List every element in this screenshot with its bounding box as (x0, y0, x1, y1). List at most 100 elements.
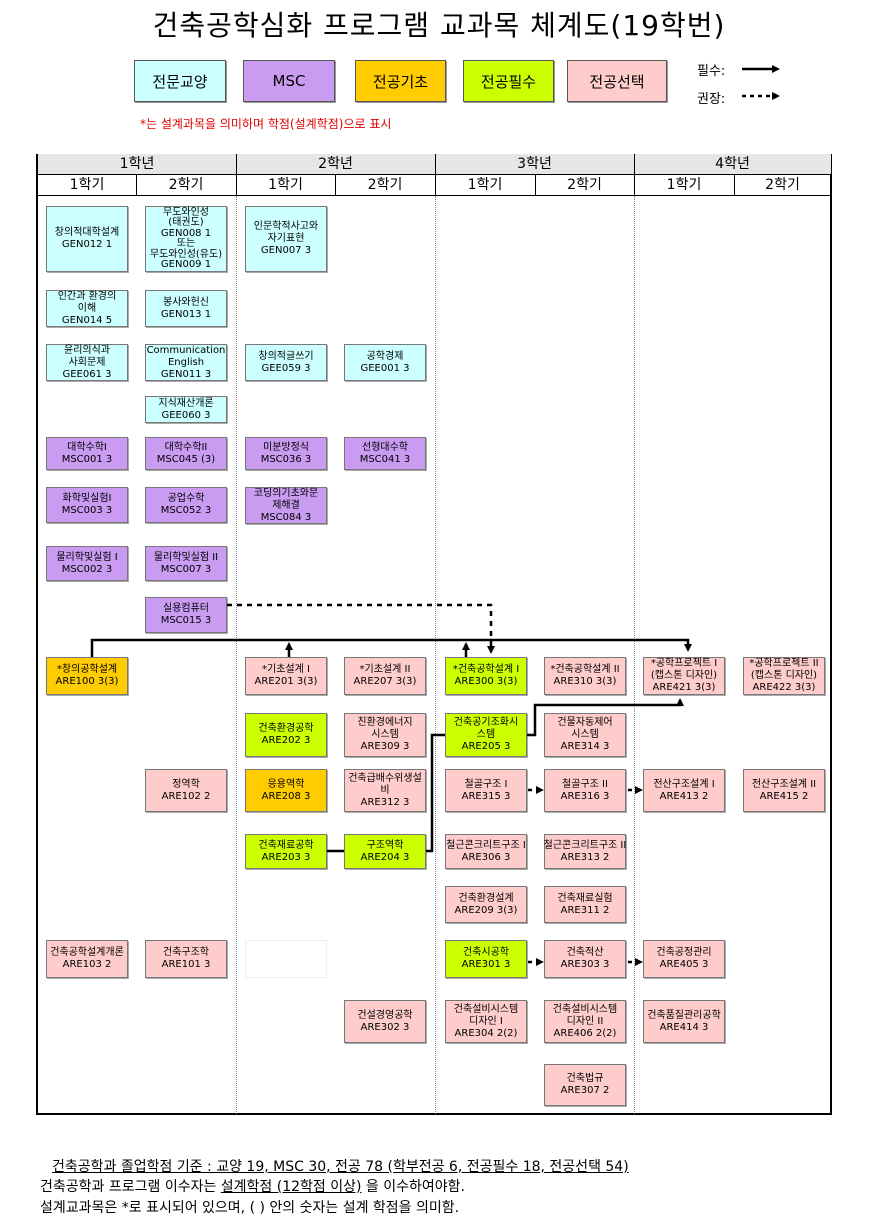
course-text-line: MSC001 3 (61, 453, 113, 465)
course-text-line: ARE101 3 (161, 959, 211, 970)
course-text-line: ARE207 3(3) (353, 676, 417, 687)
course-text-line: 지식재산개론 (158, 397, 214, 409)
course-text-line: ARE102 2 (161, 790, 211, 802)
course-text-line: Communication (146, 344, 226, 356)
course-text-line: 공업수학 (167, 493, 205, 504)
course-text-line: 친환경에너지 (357, 717, 413, 728)
course-text-line: 건축급배수위생설 (348, 772, 422, 784)
legend-msc: MSC (243, 60, 335, 102)
course-text-line: GEN007 3 (260, 245, 312, 256)
course-text-line: 디자인 II (566, 1015, 604, 1027)
course-text-line: 전산구조설계 I (653, 778, 715, 790)
course-text-line: GEE061 3 (62, 368, 112, 380)
semester-header-3: 1학기 (236, 175, 335, 196)
course-text-line: (태권도) (168, 217, 204, 228)
course-text-line: ARE202 3 (261, 735, 311, 746)
course-text-line: 물리학및실험 II (153, 551, 219, 563)
course-text-line: 건축환경공학 (258, 723, 314, 734)
course-text-line: MSC015 3 (160, 615, 212, 626)
empty-course-slot (245, 940, 327, 978)
course-text-line: ARE303 3 (560, 959, 610, 970)
course-text-line: 정역학 (172, 778, 200, 790)
course-text-line: ARE208 3 (261, 790, 311, 802)
course-text-line: 무도와인성 (163, 206, 209, 218)
course-text-line: 건축환경설계 (458, 892, 514, 904)
course-text-line: 윤리의식과 (64, 344, 110, 356)
course-text-line: 대학수학II (164, 441, 208, 453)
course-text-line: MSC007 3 (160, 563, 212, 575)
course-text-line: 또는 (176, 238, 196, 249)
course-text-line: *공학프로젝트 I (650, 658, 718, 669)
semester-header-6: 2학기 (535, 175, 634, 196)
course-text-line: GEN009 1 (160, 259, 212, 270)
course-text-line: 디자인 I (469, 1015, 503, 1027)
course-text-line: 건축품질관리공학 (647, 1009, 721, 1021)
course-text-line: 구조역학 (366, 839, 404, 851)
course-text-line: 건축설비시스템 (552, 1003, 618, 1015)
course-text-line: 대학수학I (67, 441, 107, 453)
course-text-line: ARE314 3 (560, 741, 610, 752)
course-text-line: 화학및실험I (62, 493, 112, 504)
course-text-line: 인문학적사고와 (253, 221, 319, 232)
course-text-line: 코딩의기초와문 (253, 487, 319, 499)
year-header-2: 2학년 (236, 154, 435, 175)
course-text-line: GEE059 3 (261, 362, 311, 374)
legend-major-basic: 전공기초 (355, 60, 446, 102)
recommended-arrow-msc015-are300 (227, 603, 495, 654)
course-text-line: 건축구조학 (163, 947, 209, 958)
course-are421: *공학프로젝트 I(캡스톤 디자인)ARE421 3(3) (643, 657, 725, 695)
year-header-3: 3학년 (435, 154, 634, 175)
course-text-line: 선형대수학 (362, 441, 408, 453)
course-text-line: (캡스톤 디자인) (650, 670, 718, 681)
course-text-line: ARE309 3 (360, 741, 410, 752)
course-text-line: 전산구조설계 II (751, 778, 817, 790)
course-text-line: 사회문제 (68, 356, 106, 368)
course-text-line: ARE415 2 (759, 790, 809, 802)
course-text-line: MSC045 (3) (156, 453, 216, 465)
course-text-line: MSC084 3 (260, 511, 312, 523)
course-text-line: ARE316 3 (560, 790, 610, 802)
semester-header-4: 2학기 (335, 175, 435, 196)
course-text-line: MSC036 3 (260, 453, 312, 465)
course-text-line: ARE201 3(3) (254, 676, 318, 687)
course-text-line: 무도와인성(유도) (149, 248, 223, 260)
semester-header-7: 1학기 (634, 175, 734, 196)
course-text-line: ARE421 3(3) (652, 682, 716, 693)
course-text-line: 스템 (476, 729, 496, 740)
course-text-line: MSC002 3 (61, 563, 113, 575)
course-text-line: MSC041 3 (359, 453, 411, 465)
required-arrow-are205-are421 (527, 698, 684, 737)
course-text-line: ARE304 2(2) (454, 1027, 518, 1039)
course-text-line: ARE406 2(2) (553, 1027, 617, 1039)
year-header-1: 1학년 (38, 154, 236, 175)
legend-recommended-label: 권장: (697, 92, 726, 107)
course-text-line: *건축공학설계 I (452, 664, 520, 675)
course-text-line: ARE422 3(3) (752, 682, 816, 693)
